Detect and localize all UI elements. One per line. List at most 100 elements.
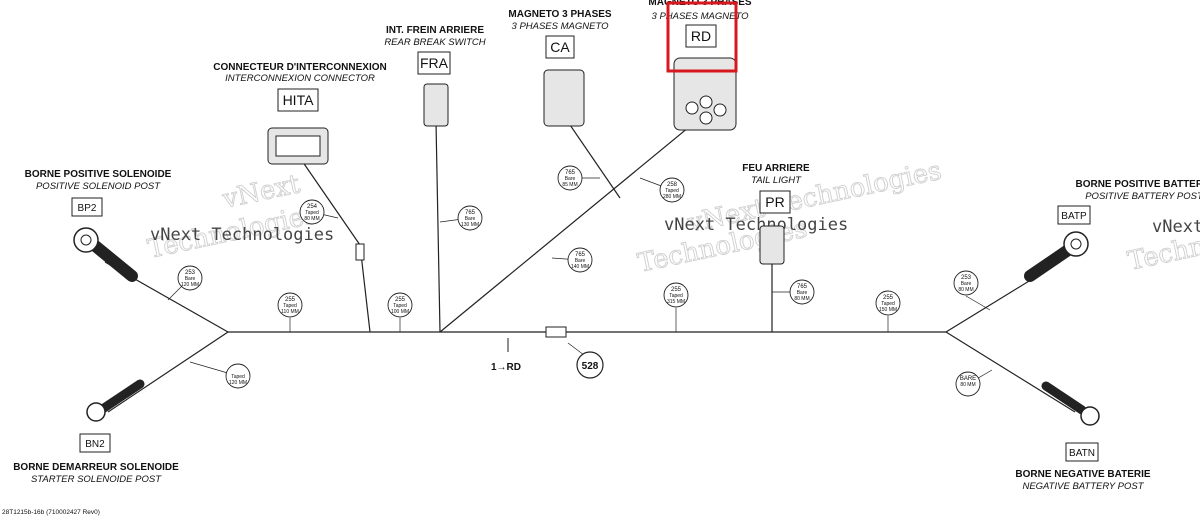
- bubble-line2: Bare: [961, 281, 972, 287]
- ca-code-box: [545, 35, 575, 59]
- terminal-bn2: [86, 379, 145, 422]
- bubble-line3: 80 MM: [794, 296, 809, 302]
- connector-fra: [423, 83, 449, 127]
- pr-name-fr: FEU ARRIERE: [742, 163, 810, 174]
- batp-code: BATP: [1061, 211, 1087, 222]
- batp-code-box: [1057, 205, 1091, 225]
- wire-to-rd: [439, 117, 701, 333]
- rd-code: RD: [691, 28, 711, 44]
- label-rd: MAGNETO 3 PHASES 3 PHASES MAGNETO RD: [648, 0, 752, 73]
- batn-terminal-sleeve: [1041, 381, 1087, 415]
- watermark-text: vNext: [1152, 217, 1200, 237]
- sleeve-marker: [355, 243, 365, 261]
- bubble-line2: Taped: [665, 188, 679, 194]
- bubble-num: 253: [961, 275, 972, 281]
- bp2-code-box: [71, 197, 103, 217]
- hita-code-box: [277, 88, 319, 112]
- bubble-circle: [277, 292, 303, 318]
- bubble-line2: Bare: [575, 258, 586, 264]
- bubble-num: 765: [575, 252, 586, 258]
- rd-name-en: 3 PHASES MAGNETO: [652, 11, 750, 22]
- bubble-circle: [457, 205, 483, 231]
- splice-number: 528: [582, 361, 599, 372]
- bubble-line3: 120 MM: [181, 282, 199, 288]
- pr-code: PR: [765, 194, 784, 210]
- bubble-num: 254: [307, 204, 318, 210]
- bubble-num: 255: [671, 287, 682, 293]
- bubble-line2: Taped: [231, 374, 245, 380]
- bubble-line3: 100 MM: [391, 309, 409, 315]
- bubble-num: 765: [797, 284, 808, 290]
- bubble-circle: [659, 177, 685, 203]
- bubble-line3: 80 MM: [304, 216, 319, 222]
- watermark-text: vNext Technologies: [664, 215, 848, 235]
- bn2-ring-terminal: [86, 402, 106, 422]
- wire-to-batn: [945, 331, 1076, 413]
- bubble-line2: Taped: [881, 301, 895, 307]
- bp2-code: BP2: [78, 203, 97, 214]
- label-fra: INT. FREIN ARRIERE REAR BREAK SWITCH FRA: [384, 25, 486, 75]
- bubble-line2: Bare: [185, 276, 196, 282]
- bubble-circle: [567, 247, 593, 273]
- hita-connector-face: [275, 135, 321, 157]
- splice: 1→RD 528: [491, 326, 604, 379]
- bubble-num: 253: [185, 270, 196, 276]
- bubble-circle: [955, 371, 981, 397]
- bubble-line2: Taped: [283, 303, 297, 309]
- bubble-num: 255: [395, 297, 406, 303]
- batn-code-box: [1065, 442, 1099, 462]
- bubble-line2: Bare: [797, 290, 808, 296]
- label-bn2: BN2 BORNE DEMARREUR SOLENOIDE STARTER SO…: [13, 433, 179, 485]
- wire-to-ca: [567, 121, 621, 199]
- fra-name-fr: INT. FREIN ARRIERE: [386, 25, 484, 36]
- bp2-name-en: POSITIVE SOLENOID POST: [36, 181, 161, 192]
- batn-ring-terminal: [1080, 406, 1100, 426]
- bubble-line2: Bare: [465, 216, 476, 222]
- bp2-ring-hole: [80, 234, 92, 246]
- bubble-circle: [663, 282, 689, 308]
- bubble-num: 258: [667, 182, 678, 188]
- ca-name-fr: MAGNETO 3 PHASES: [508, 9, 611, 20]
- ca-connector-body: [543, 69, 585, 127]
- batp-name-fr: BORNE POSITIVE BATTERIE: [1075, 179, 1200, 190]
- bubble-line3: 315 MM: [667, 299, 685, 305]
- bp2-name-fr: BORNE POSITIVE SOLENOIDE: [25, 169, 172, 180]
- bubble-circle: [789, 279, 815, 305]
- fra-connector-body: [423, 83, 449, 127]
- bubble-line3: 150 MM: [879, 307, 897, 313]
- bubble-circle: [875, 290, 901, 316]
- label-pr: FEU ARRIERE TAIL LIGHT PR: [742, 163, 810, 214]
- ca-code: CA: [550, 39, 570, 55]
- splice-label: 1→RD: [491, 362, 521, 373]
- bn2-code: BN2: [85, 439, 105, 450]
- wire-to-bn2: [107, 331, 229, 413]
- pr-code-box: [759, 190, 791, 214]
- bubble-circle: [177, 265, 203, 291]
- bubble-num: BARE: [960, 376, 976, 382]
- bubble-line3: 80 MM: [958, 287, 973, 293]
- bn2-name-fr: BORNE DEMARREUR SOLENOIDE: [13, 462, 179, 473]
- bubble-line3: 130 MM: [461, 222, 479, 228]
- terminal-batp: [1024, 231, 1089, 282]
- fra-name-en: REAR BREAK SWITCH: [384, 37, 485, 48]
- bubble-num: 765: [565, 170, 576, 176]
- connector-hita: [267, 127, 329, 165]
- bubble-line3: 280 MM: [663, 194, 681, 200]
- bubble-num: 765: [465, 210, 476, 216]
- splice-number-circle: [576, 351, 604, 379]
- label-batn: BATN BORNE NEGATIVE BATERIE NEGATIVE BAT…: [1015, 442, 1151, 492]
- hita-name-en: INTERCONNEXION CONNECTOR: [225, 73, 375, 84]
- rd-code-box: [685, 24, 717, 48]
- batn-name-fr: BORNE NEGATIVE BATERIE: [1015, 469, 1151, 480]
- rd-highlight-box: [666, 1, 738, 73]
